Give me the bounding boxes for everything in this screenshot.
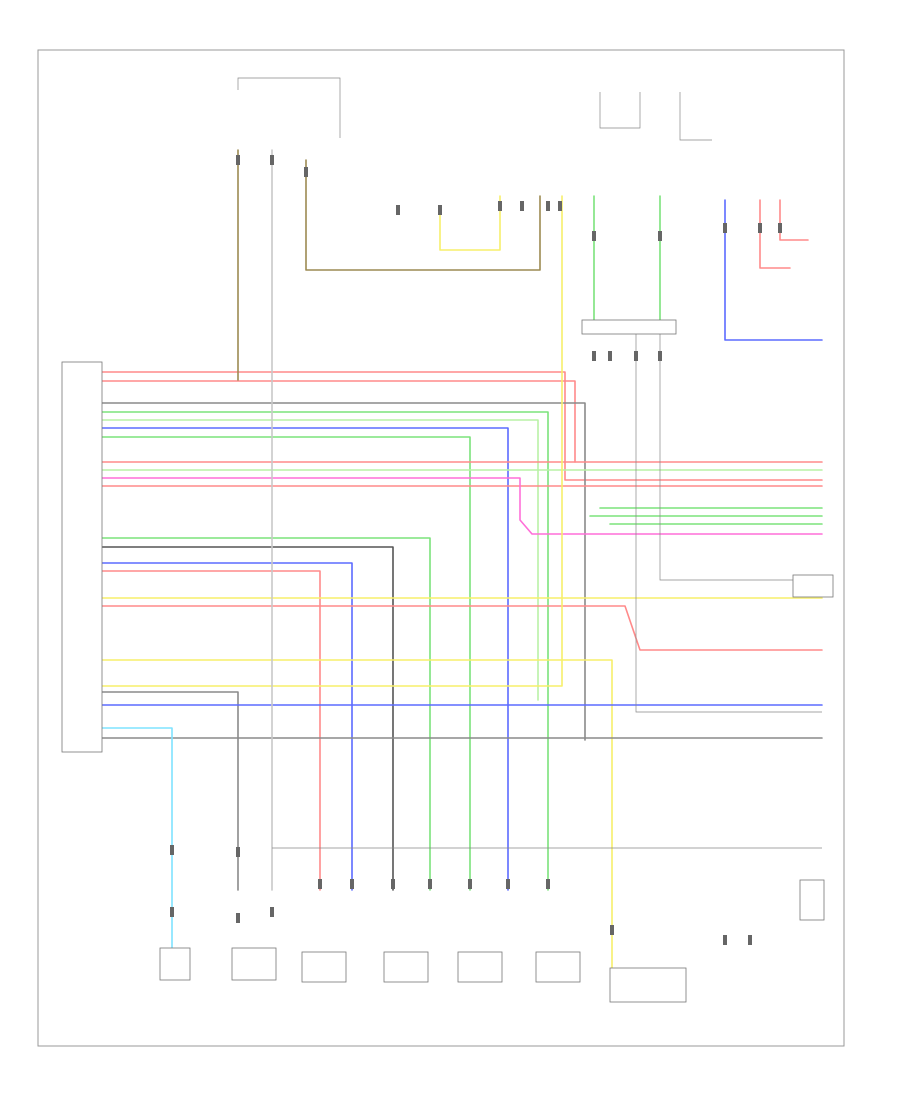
wire-yellow-3	[101, 195, 563, 687]
wire-red-1	[101, 371, 823, 481]
component-sensor-3	[457, 951, 503, 983]
component-sensor-4	[535, 951, 581, 983]
connector-26	[723, 223, 727, 233]
wire-blue-2	[101, 562, 353, 891]
connector-2	[236, 847, 240, 857]
relay-outline-2	[679, 92, 712, 141]
wire-right-vertical	[659, 334, 793, 581]
wire-green-8	[101, 537, 431, 891]
connector-16	[270, 155, 274, 165]
connector-18	[396, 205, 400, 215]
wire-red-6	[101, 605, 823, 651]
connector-23	[558, 201, 562, 211]
connector-17	[304, 167, 308, 177]
wire-brown-1	[305, 159, 541, 271]
wire-red-5	[101, 570, 321, 891]
engine-control-module-box	[61, 361, 103, 753]
component-switch-box	[231, 947, 277, 981]
connector-15	[236, 155, 240, 165]
connector-6	[350, 879, 354, 889]
connector-27	[758, 223, 762, 233]
wire-blue-4	[724, 199, 823, 341]
wire-gray-1	[101, 402, 586, 741]
wires-layer	[101, 77, 823, 971]
connector-14	[748, 935, 752, 945]
connector-24	[592, 231, 596, 241]
connector-7	[391, 879, 395, 889]
wire-red-8	[779, 199, 809, 241]
connector-32	[658, 351, 662, 361]
connector-30	[608, 351, 612, 361]
wire-black-1	[101, 546, 394, 891]
connector-21	[520, 201, 524, 211]
connector-25	[658, 231, 662, 241]
components-layer	[61, 155, 834, 1003]
connector-10	[506, 879, 510, 889]
connector-11	[546, 879, 550, 889]
connector-8	[428, 879, 432, 889]
wire-pink-1	[101, 477, 823, 535]
connector-4	[270, 907, 274, 917]
wire-right-vertical-2	[635, 334, 822, 713]
component-relay-box	[609, 967, 687, 1003]
diagram-frame	[37, 49, 845, 1047]
wire-yellow-4	[439, 195, 501, 251]
connector-13	[723, 935, 727, 945]
wire-green-3	[101, 436, 471, 891]
right-side-box	[792, 574, 834, 598]
relay-outline-1	[599, 92, 641, 129]
wire-red-7	[759, 199, 791, 269]
wire-blue-1	[101, 427, 509, 891]
connector-28	[778, 223, 782, 233]
wire-green-1	[101, 411, 549, 891]
connector-29	[592, 351, 596, 361]
component-sensor-1	[301, 951, 347, 983]
wire-yellow-2	[101, 659, 613, 971]
component-left-box	[159, 947, 191, 981]
component-sensor-2	[383, 951, 429, 983]
connector-22	[546, 201, 550, 211]
connector-31	[634, 351, 638, 361]
connector-12	[610, 925, 614, 935]
connector-5	[318, 879, 322, 889]
connector-20	[498, 201, 502, 211]
component-right-box	[799, 879, 825, 921]
wire-gray-2	[101, 691, 239, 891]
fuse-box-outline	[237, 77, 341, 138]
connector-1	[170, 907, 174, 917]
wire-red-2	[101, 380, 576, 463]
connector-19	[438, 205, 442, 215]
wire-cyan-1	[101, 727, 173, 949]
connector-0	[170, 845, 174, 855]
connector-3	[236, 913, 240, 923]
joint-connector-box	[581, 319, 677, 335]
connector-9	[468, 879, 472, 889]
